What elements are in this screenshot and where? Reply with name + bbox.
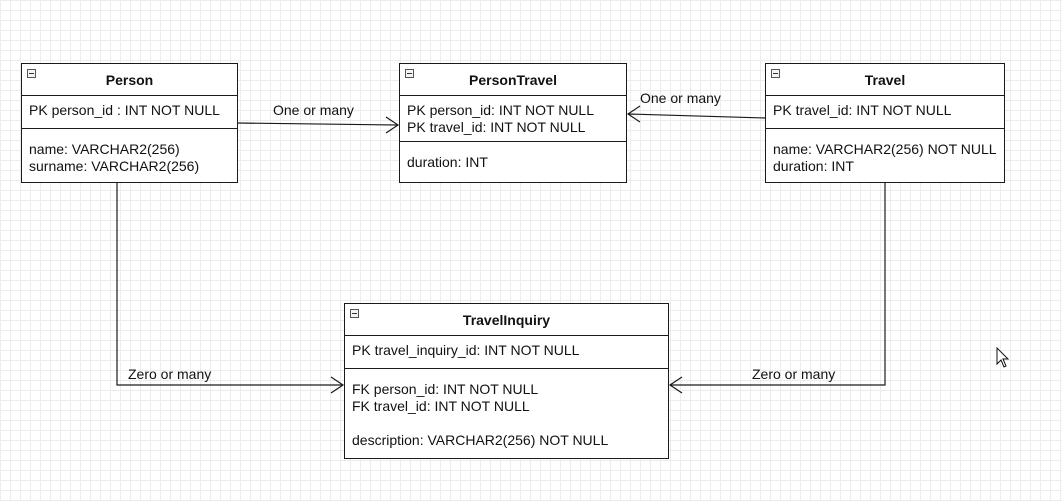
entity-travel-inquiry[interactable]: TravelInquiry PK travel_inquiry_id: INT … xyxy=(344,303,669,459)
pk-field: PK travel_inquiry_id: INT NOT NULL xyxy=(352,342,580,358)
attribute-field: name: VARCHAR2(256) NOT NULL xyxy=(773,141,997,157)
entity-header: TravelInquiry xyxy=(345,304,668,336)
attributes-section: duration: INT xyxy=(400,142,626,176)
arrowhead-person-travel-right xyxy=(626,105,641,123)
relation-label-travel-person-travel: One or many xyxy=(640,90,721,106)
attribute-field: description: VARCHAR2(256) NOT NULL xyxy=(352,432,609,448)
entity-header: PersonTravel xyxy=(400,64,626,96)
entity-header: Travel xyxy=(766,64,1004,96)
pk-field: PK travel_id: INT NOT NULL xyxy=(773,102,952,118)
entity-person-travel[interactable]: PersonTravel PK person_id: INT NOT NULL … xyxy=(399,63,627,183)
fk-field: FK person_id: INT NOT NULL xyxy=(352,381,539,397)
collapse-icon[interactable] xyxy=(771,69,780,78)
pk-field: PK person_id : INT NOT NULL xyxy=(29,102,220,118)
entity-title: PersonTravel xyxy=(469,71,557,88)
entity-title: Person xyxy=(105,71,154,88)
fk-field: FK travel_id: INT NOT NULL xyxy=(352,398,530,414)
arrowhead-person-travel-left xyxy=(385,116,400,134)
attribute-field: duration: INT xyxy=(407,154,488,170)
connector-travel-person-travel[interactable] xyxy=(627,113,767,119)
entity-person[interactable]: Person PK person_id : INT NOT NULL name:… xyxy=(21,63,238,183)
entity-travel[interactable]: Travel PK travel_id: INT NOT NULL name: … xyxy=(765,63,1005,183)
entity-title: Travel xyxy=(864,71,906,88)
mouse-cursor-icon xyxy=(996,347,1010,368)
collapse-icon[interactable] xyxy=(27,69,36,78)
connector-person-person-travel[interactable] xyxy=(236,122,399,126)
arrowhead-travel-inquiry-left xyxy=(330,376,345,394)
attributes-section: name: VARCHAR2(256) NOT NULL duration: I… xyxy=(766,129,1004,180)
attribute-field: name: VARCHAR2(256) xyxy=(29,141,180,157)
attributes-section: FK person_id: INT NOT NULL FK travel_id:… xyxy=(345,369,668,454)
relation-label-person-person-travel: One or many xyxy=(273,102,354,118)
collapse-icon[interactable] xyxy=(405,69,414,78)
collapse-icon[interactable] xyxy=(350,309,359,318)
arrowhead-travel-inquiry-right xyxy=(668,376,683,394)
primary-key-section: PK travel_inquiry_id: INT NOT NULL xyxy=(345,336,668,369)
pk-field: PK person_id: INT NOT NULL xyxy=(407,102,595,118)
pk-field: PK travel_id: INT NOT NULL xyxy=(407,119,586,135)
primary-key-section: PK person_id : INT NOT NULL xyxy=(22,96,237,129)
attributes-section: name: VARCHAR2(256) surname: VARCHAR2(25… xyxy=(22,129,237,180)
relation-label-travel-travel-inquiry: Zero or many xyxy=(752,366,836,382)
connector-person-travel-inquiry[interactable] xyxy=(116,183,343,386)
attribute-field: surname: VARCHAR2(256) xyxy=(29,158,200,174)
connector-travel-travel-inquiry[interactable] xyxy=(670,183,886,386)
entity-title: TravelInquiry xyxy=(462,311,551,328)
entity-header: Person xyxy=(22,64,237,96)
primary-key-section: PK travel_id: INT NOT NULL xyxy=(766,96,1004,129)
attribute-field: duration: INT xyxy=(773,158,854,174)
attribute-spacer xyxy=(352,415,661,432)
relation-label-person-travel-inquiry: Zero or many xyxy=(128,366,212,382)
primary-key-section: PK person_id: INT NOT NULL PK travel_id:… xyxy=(400,96,626,142)
